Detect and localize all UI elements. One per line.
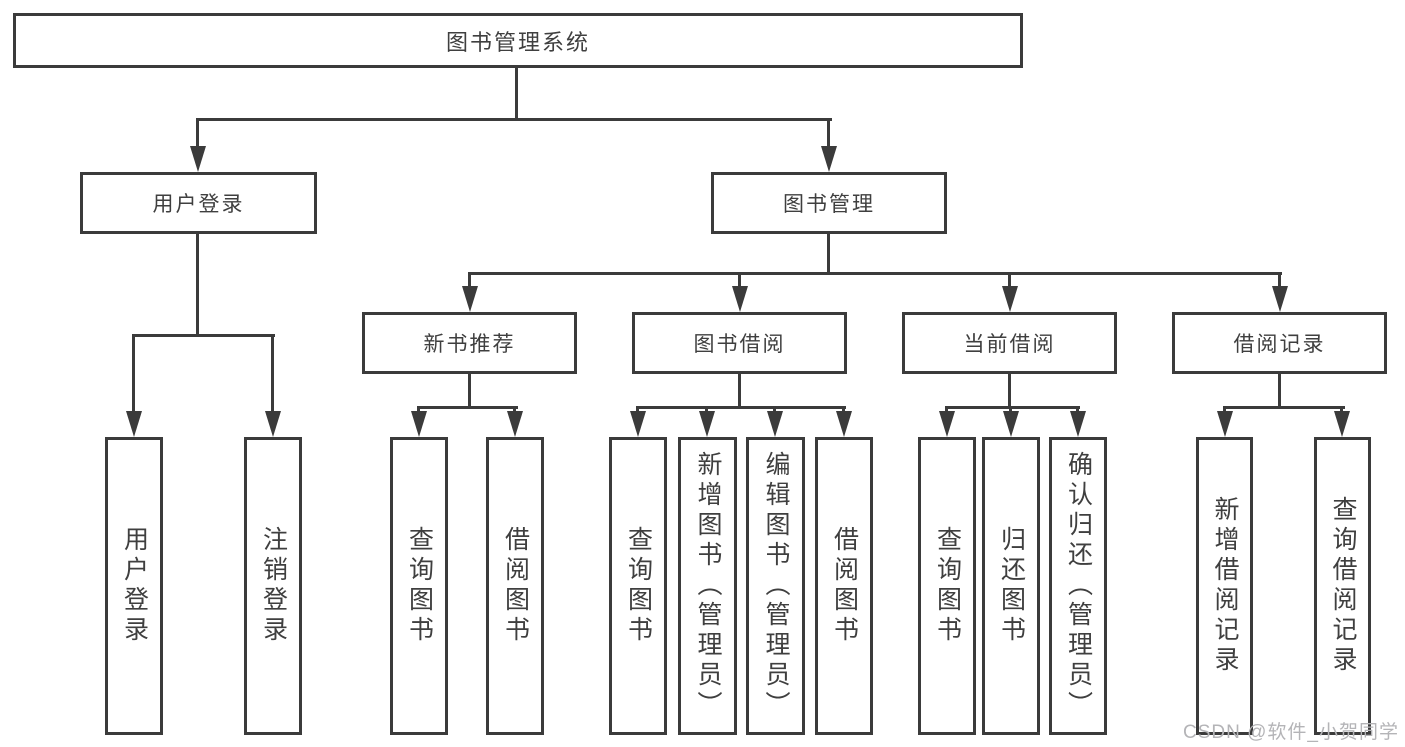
arrowhead-user-login: [190, 146, 206, 172]
node-label: 归还图书: [997, 526, 1026, 646]
arrowhead-leaf: [1003, 411, 1019, 437]
node-label: 借阅记录: [1233, 333, 1326, 356]
node-label: 用户登录: [152, 193, 245, 216]
arrowhead-book-management: [821, 146, 837, 172]
node-label: 借阅图书: [830, 526, 859, 646]
leaf-borrow-books-recommend: 借阅图书: [486, 437, 544, 735]
connector-new-book-stem: [468, 374, 471, 409]
connector-drop-leaf-user-login: [132, 334, 135, 413]
arrowhead-borrowing-records: [1272, 286, 1288, 312]
node-label: 用户登录: [120, 526, 149, 646]
leaf-query-books-recommend: 查询图书: [390, 437, 448, 735]
arrowhead-leaf: [1334, 411, 1350, 437]
arrowhead-leaf: [767, 411, 783, 437]
leaf-return-books: 归还图书: [982, 437, 1040, 735]
connector-drop: [1223, 406, 1226, 415]
node-label: 新增借阅记录: [1211, 496, 1239, 676]
connector-book-management-branch: [468, 272, 1282, 275]
connector-drop-book-management: [827, 118, 830, 149]
node-label: 确认归还（管理员）: [1064, 451, 1093, 721]
connector-drop: [1340, 406, 1343, 415]
connector-current-borrowing-branch: [945, 406, 1080, 409]
arrowhead-leaf: [1217, 411, 1233, 437]
node-label: 查询图书: [933, 526, 962, 646]
node-label: 图书管理系统: [445, 29, 590, 55]
leaf-user-login: 用户登录: [105, 437, 163, 735]
connector-drop-new-book: [468, 272, 471, 289]
connector-drop-borrowing-records: [1278, 272, 1281, 289]
node-book-borrowing: 图书借阅: [632, 312, 847, 374]
arrowhead-leaf: [507, 411, 523, 437]
connector-root-stem: [515, 68, 518, 121]
connector-borrowing-records-branch: [1223, 406, 1345, 409]
node-label: 编辑图书（管理员）: [762, 451, 790, 721]
node-label: 借阅图书: [501, 526, 530, 646]
node-label: 新书推荐: [423, 333, 516, 356]
leaf-add-books-admin: 新增图书（管理员）: [678, 437, 737, 735]
node-borrowing-records: 借阅记录: [1172, 312, 1387, 374]
arrowhead-leaf: [836, 411, 852, 437]
node-label: 查询借阅记录: [1329, 496, 1357, 676]
connector-drop-leaf-logout: [271, 334, 274, 413]
node-user-login: 用户登录: [80, 172, 317, 234]
node-label: 图书借阅: [693, 333, 786, 356]
node-book-management: 图书管理: [711, 172, 947, 234]
leaf-edit-books-admin: 编辑图书（管理员）: [746, 437, 805, 735]
leaf-borrow-books-borrowing: 借阅图书: [815, 437, 873, 735]
connector-borrowing-records-stem: [1278, 374, 1281, 409]
connector-drop: [1076, 406, 1079, 415]
node-label: 查询图书: [624, 526, 653, 646]
connector-drop: [1009, 406, 1012, 415]
arrowhead-leaf: [411, 411, 427, 437]
connector-root-branch: [196, 118, 832, 121]
connector-current-borrowing-stem: [1008, 374, 1011, 409]
connector-drop: [705, 406, 708, 415]
connector-drop-book-borrowing: [738, 272, 741, 289]
connector-book-management-stem: [827, 234, 830, 275]
arrowhead-leaf: [1070, 411, 1086, 437]
node-label: 注销登录: [259, 526, 288, 646]
leaf-query-borrow-record: 查询借阅记录: [1314, 437, 1371, 735]
arrowhead-leaf-logout: [265, 411, 281, 437]
connector-user-login-branch: [132, 334, 275, 337]
arrowhead-book-borrowing: [732, 286, 748, 312]
connector-drop-user-login: [196, 118, 199, 149]
leaf-query-books-borrowing: 查询图书: [609, 437, 667, 735]
leaf-add-borrow-record: 新增借阅记录: [1196, 437, 1253, 735]
connector-drop-current-borrowing: [1008, 272, 1011, 289]
connector-drop: [842, 406, 845, 415]
connector-new-book-branch: [417, 406, 518, 409]
arrowhead-leaf-user-login: [126, 411, 142, 437]
node-label: 图书管理: [783, 193, 875, 216]
connector-book-borrowing-stem: [738, 374, 741, 409]
leaf-query-books-current: 查询图书: [918, 437, 976, 735]
connector-book-borrowing-branch: [636, 406, 846, 409]
connector-user-login-stem: [196, 234, 199, 337]
node-label: 新增图书（管理员）: [694, 451, 722, 721]
connector-drop: [773, 406, 776, 415]
arrowhead-current-borrowing: [1002, 286, 1018, 312]
node-label: 当前借阅: [963, 333, 1056, 356]
connector-drop: [417, 406, 420, 415]
node-current-borrowing: 当前借阅: [902, 312, 1117, 374]
watermark: CSDN @软件_小贺同学: [1183, 722, 1399, 743]
connector-drop: [513, 406, 516, 415]
leaf-confirm-return-admin: 确认归还（管理员）: [1049, 437, 1107, 735]
node-new-book-recommendation: 新书推荐: [362, 312, 577, 374]
connector-drop: [945, 406, 948, 415]
node-label: 查询图书: [405, 526, 434, 646]
arrowhead-new-book: [462, 286, 478, 312]
connector-drop: [636, 406, 639, 415]
leaf-logout: 注销登录: [244, 437, 302, 735]
arrowhead-leaf: [699, 411, 715, 437]
node-library-management-system: 图书管理系统: [13, 13, 1023, 68]
arrowhead-leaf: [630, 411, 646, 437]
arrowhead-leaf: [939, 411, 955, 437]
